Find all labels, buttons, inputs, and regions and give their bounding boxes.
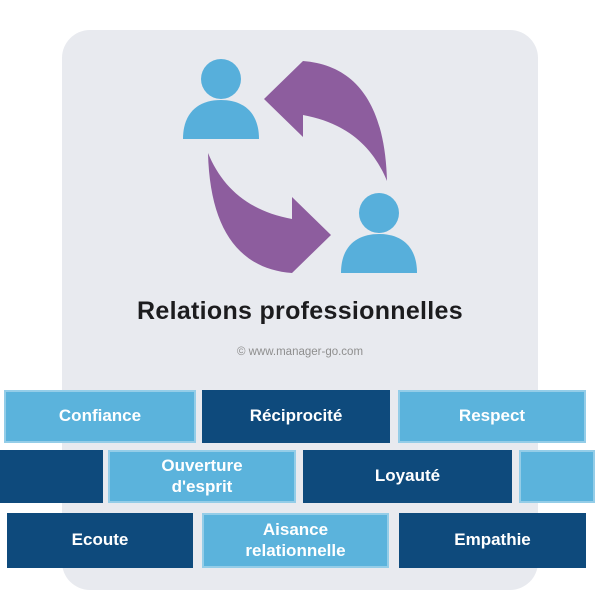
copyright-credit: © www.manager-go.com [236, 346, 364, 358]
brick-ecoute: Ecoute [7, 513, 193, 568]
curved-arrow-right-icon [208, 153, 331, 273]
person-icon [183, 59, 259, 139]
people-exchange-icon [181, 55, 421, 280]
brick-spacer-left [0, 450, 103, 503]
brick-respect: Respect [398, 390, 586, 443]
curved-arrow-left-icon [264, 61, 387, 181]
brick-confiance: Confiance [4, 390, 196, 443]
person-icon [341, 193, 417, 273]
people-exchange-svg [183, 59, 417, 273]
brick-spacer-right [519, 450, 595, 503]
brick-ouverture-desprit: Ouverture d'esprit [108, 450, 296, 503]
brick-reciprocite: Réciprocité [202, 390, 390, 443]
page-title: Relations professionnelles [137, 297, 463, 325]
brick-aisance-relationnelle: Aisance relationnelle [202, 513, 389, 568]
brick-empathie: Empathie [399, 513, 586, 568]
brick-loyaute: Loyauté [303, 450, 512, 503]
